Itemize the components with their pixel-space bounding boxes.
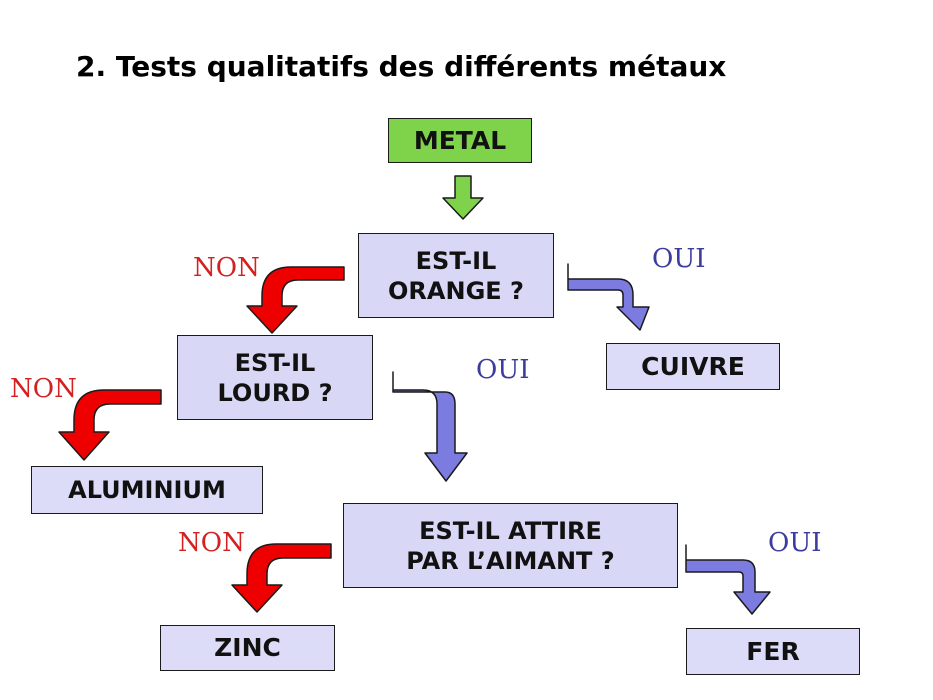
label-non-aimant: NON <box>178 528 245 558</box>
arrow-lourd-non <box>58 389 162 461</box>
label-oui-orange: OUI <box>652 244 706 274</box>
arrow-orange-oui <box>567 263 650 331</box>
node-metal: METAL <box>388 118 532 163</box>
node-line: EST-IL <box>415 246 497 275</box>
arrow-lourd-oui <box>392 371 468 482</box>
node-line: EST-IL ATTIRE <box>419 516 602 545</box>
node-line: ORANGE ? <box>388 276 524 305</box>
node-line: METAL <box>413 125 507 155</box>
node-line: CUIVRE <box>641 351 745 381</box>
node-line: PAR L’AIMANT ? <box>406 546 615 575</box>
node-line: FER <box>746 636 800 666</box>
label-oui-aimant: OUI <box>768 528 822 558</box>
arrow-orange-non <box>246 266 345 334</box>
diagram-title: 2. Tests qualitatifs des différents méta… <box>76 50 727 83</box>
node-fer: FER <box>686 628 860 675</box>
node-line: EST-IL <box>234 348 316 377</box>
label-oui-lourd: OUI <box>476 355 530 385</box>
arrow-aimant-oui <box>685 544 771 615</box>
arrow-aimant-non <box>231 543 332 613</box>
node-line: ZINC <box>214 633 281 663</box>
node-cuivre: CUIVRE <box>606 343 780 390</box>
label-non-orange: NON <box>193 253 260 283</box>
label-non-lourd: NON <box>10 374 77 404</box>
node-line: ALUMINIUM <box>68 476 226 504</box>
node-zinc: ZINC <box>160 625 335 671</box>
arrow-metal-to-orange <box>442 175 484 220</box>
node-line: LOURD ? <box>217 378 333 407</box>
node-aluminium: ALUMINIUM <box>31 466 263 514</box>
